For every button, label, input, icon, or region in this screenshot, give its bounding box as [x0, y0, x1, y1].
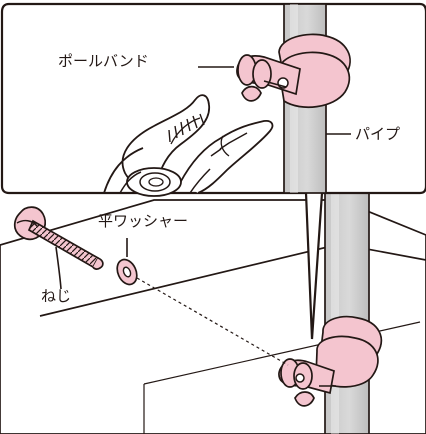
- pole-band-label: ポールバンド: [58, 52, 149, 70]
- lower-pole-band: [278, 315, 383, 407]
- assembly-guide: [136, 277, 289, 366]
- screw-icon: [13, 206, 104, 270]
- washer-label: 平ワッシャー: [98, 212, 189, 230]
- pliers-icon: [103, 94, 274, 197]
- washer-icon: [116, 258, 138, 286]
- screw-label: ねじ: [41, 287, 72, 305]
- upper-pole-band-icon: [236, 33, 351, 108]
- leader-lines: [55, 66, 351, 290]
- lower-pipe: [324, 189, 370, 434]
- pipe-label: パイプ: [355, 125, 401, 143]
